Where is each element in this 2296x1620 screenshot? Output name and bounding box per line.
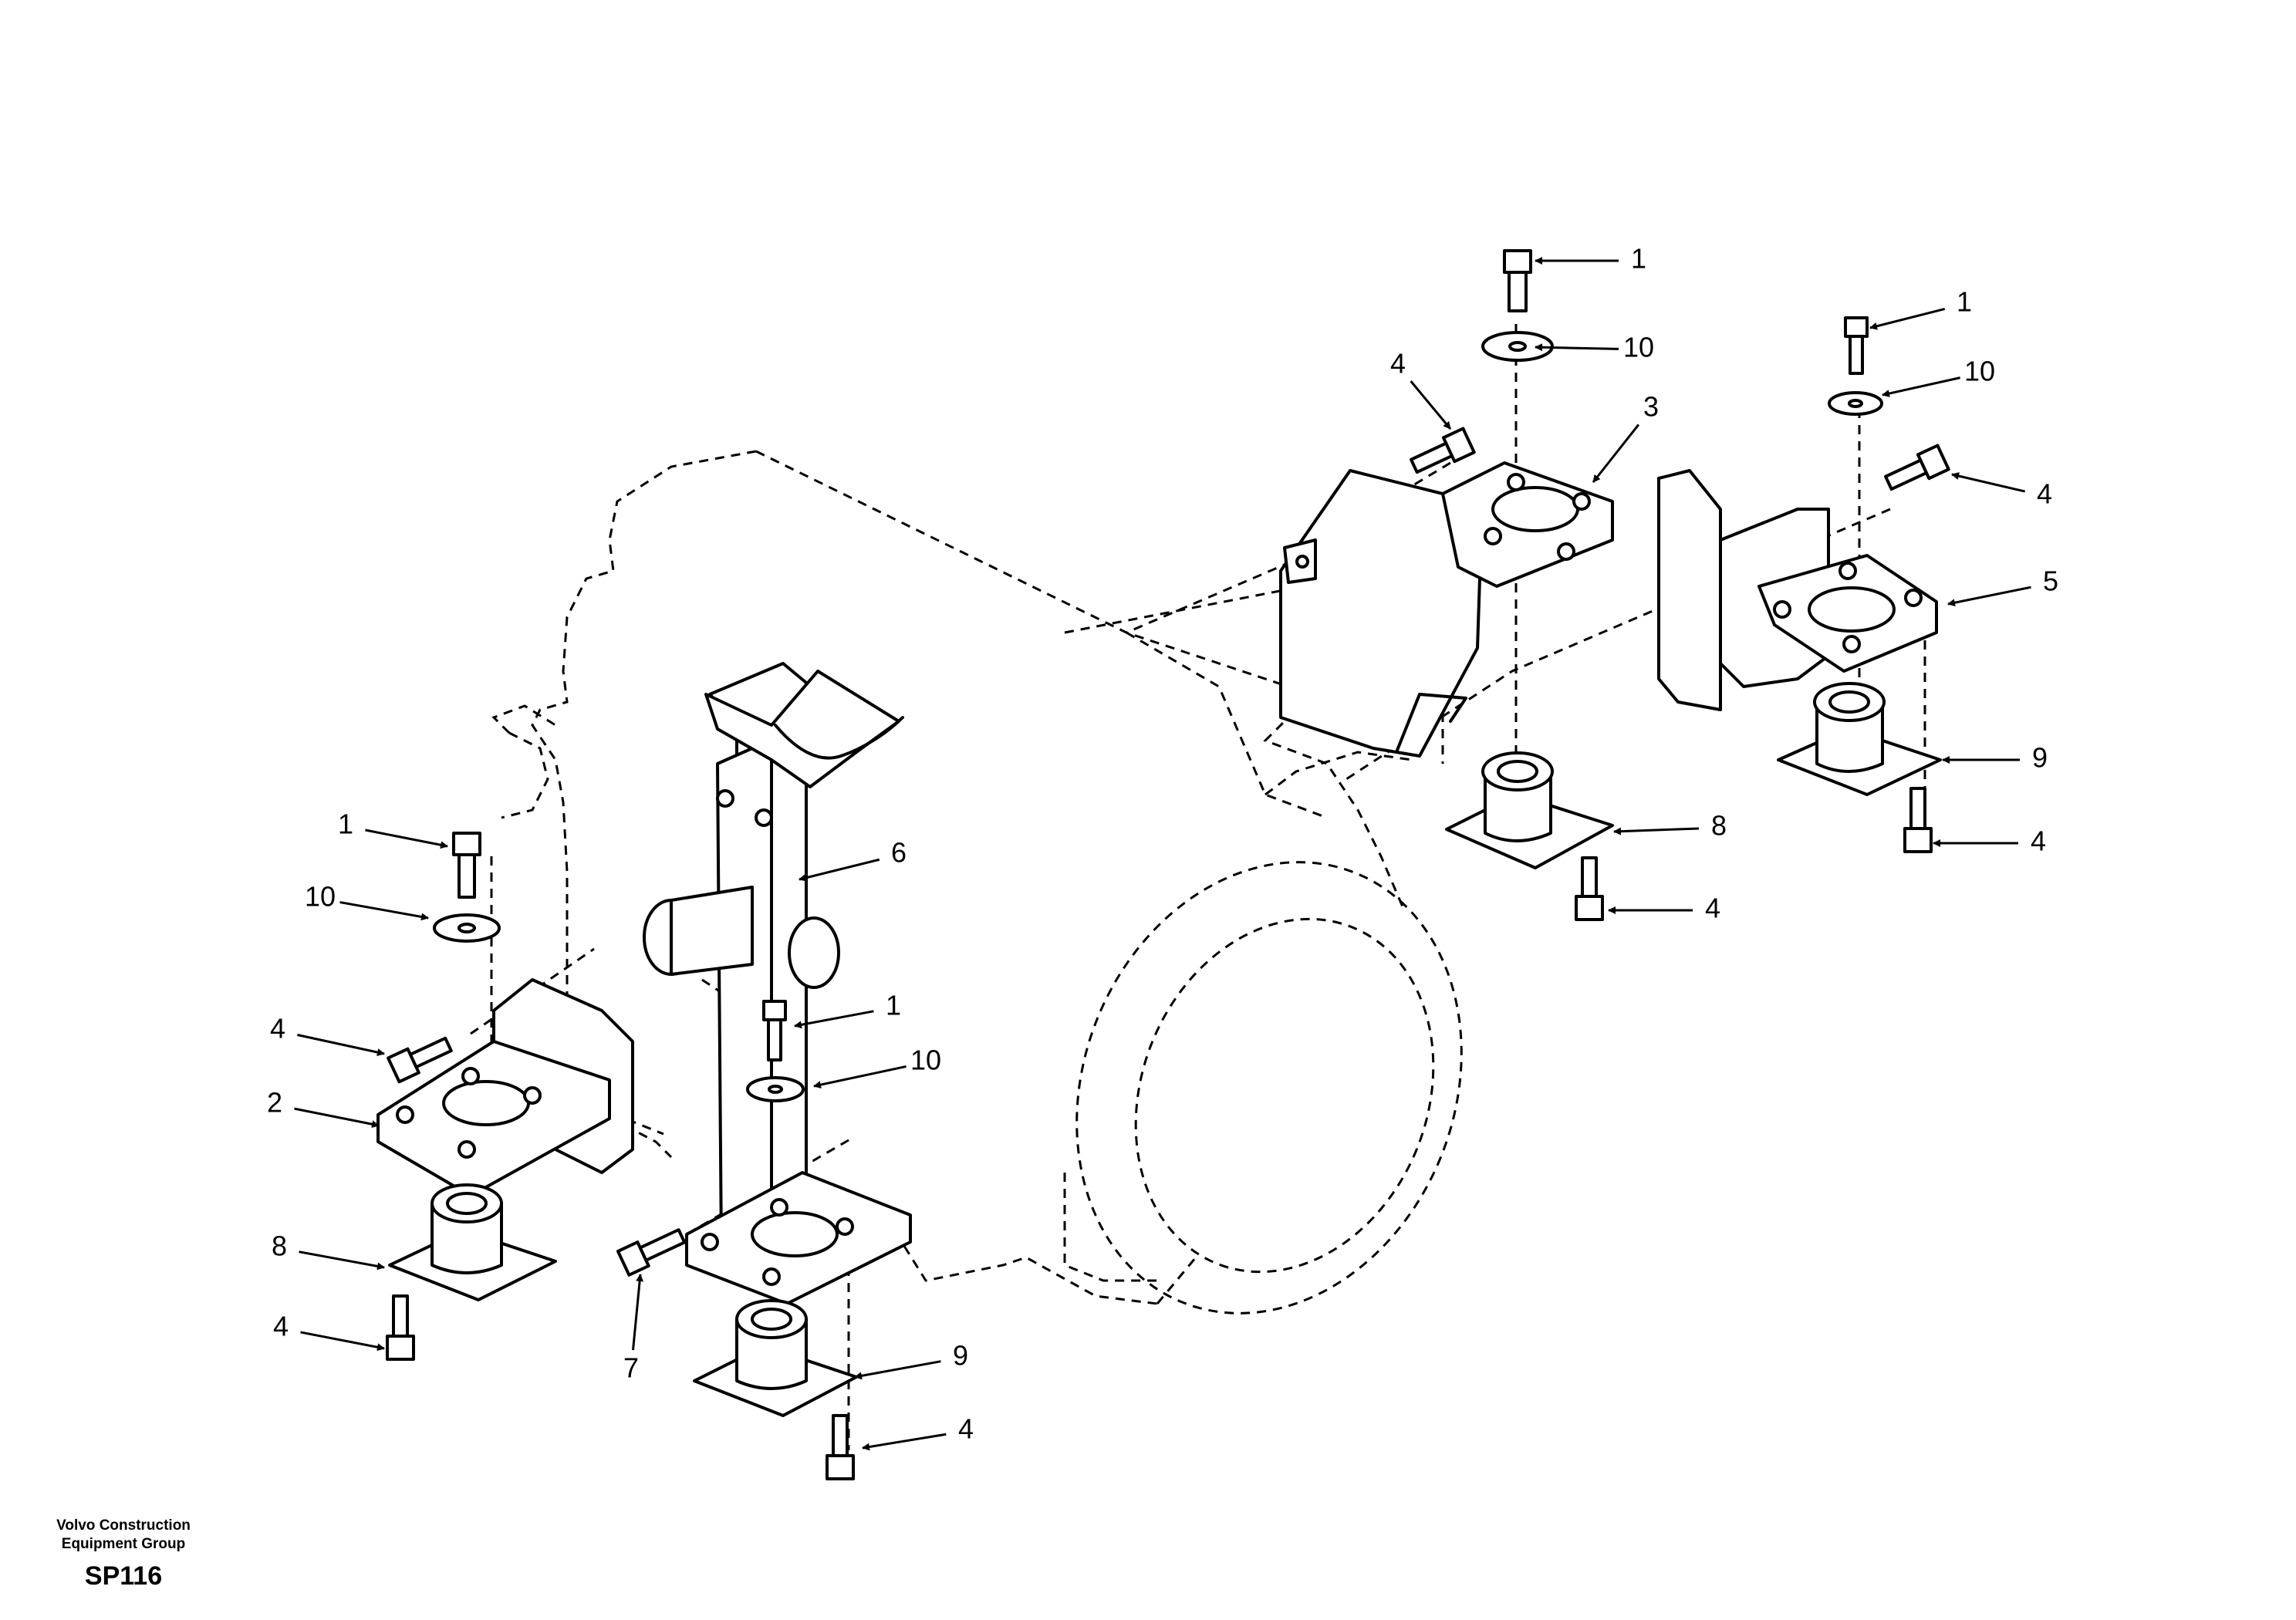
callout-arrow [300, 1331, 385, 1352]
callout-arrow [854, 1360, 941, 1380]
callout-10: 10 [813, 1045, 941, 1089]
callout-10: 10 [1535, 332, 1654, 363]
callout-arrow [1592, 424, 1640, 483]
rubber-mount-8-lower [388, 1183, 557, 1301]
callout-arrow [365, 829, 448, 849]
callout-number: 1 [338, 808, 353, 840]
callout-4: 4 [270, 1013, 385, 1056]
bolt-4-mount-lower [826, 1414, 855, 1480]
callout-number: 6 [891, 837, 907, 869]
fasteners [386, 249, 1950, 1480]
callout-1: 1 [1869, 286, 1972, 330]
callout-number: 9 [2032, 742, 2048, 774]
callout-4: 4 [273, 1311, 385, 1352]
callout-number: 4 [273, 1311, 289, 1342]
callout-8: 8 [1613, 810, 1727, 842]
footer: Volvo Construction Equipment Group SP116 [46, 1517, 201, 1591]
rubber-mount-9-lower [693, 1299, 858, 1417]
callout-6: 6 [799, 837, 907, 882]
callout-1: 1 [338, 808, 448, 849]
bolt-4-mount-left [386, 1294, 415, 1361]
callout-number: 4 [270, 1013, 285, 1045]
callout-number: 8 [272, 1230, 287, 1262]
callout-number: 4 [958, 1413, 974, 1445]
callout-4: 4 [1933, 825, 2046, 857]
callout-arrow [339, 901, 429, 921]
bolt-4-upper-right [1884, 444, 1950, 491]
callout-number: 4 [2031, 825, 2046, 857]
footer-company-line-2: Equipment Group [61, 1536, 186, 1552]
washer-10-top-right [1828, 391, 1883, 416]
bolt-7-support [616, 1228, 687, 1277]
callout-8: 8 [272, 1230, 385, 1271]
callout-9: 9 [1942, 742, 2048, 774]
callout-7: 7 [623, 1274, 644, 1384]
callout-number: 4 [1705, 893, 1720, 924]
callout-number: 10 [910, 1045, 941, 1076]
bolt-4-mount-upper [1575, 856, 1604, 921]
callout-10: 10 [1882, 356, 1995, 397]
washer-10-support [746, 1076, 805, 1102]
support-foot-plate [685, 1171, 912, 1305]
callout-1: 1 [794, 990, 901, 1029]
callout-number: 4 [2037, 478, 2052, 510]
callout-arrow [1951, 472, 2026, 493]
callout-arrow [1535, 343, 1619, 352]
callout-9: 9 [854, 1340, 968, 1380]
callout-3: 3 [1592, 391, 1659, 483]
callout-arrow [294, 1107, 380, 1129]
engine-bracket-2 [376, 978, 634, 1197]
callout-arrow [632, 1274, 644, 1351]
callout-arrow [862, 1433, 947, 1451]
callout-number: 7 [623, 1352, 639, 1384]
bolt-4-upper-middle [1410, 427, 1476, 474]
callout-4: 4 [862, 1413, 974, 1451]
callout-arrow [1882, 376, 1960, 397]
callout-1: 1 [1535, 243, 1646, 275]
callout-labels: 1 10 4 3 1 10 4 5 9 4 8 4 6 1 10 1 10 4 2 8 4 7 9 4 [267, 243, 2058, 1451]
bolt-4-left [387, 1036, 453, 1084]
callout-4: 4 [1951, 472, 2052, 510]
washer-10-left [433, 913, 501, 943]
bolt-1-support [762, 1000, 787, 1061]
callout-arrow [297, 1034, 385, 1056]
rubber-mount-8-upper [1445, 751, 1614, 869]
callout-4: 4 [1390, 348, 1452, 430]
callout-number: 8 [1711, 810, 1727, 842]
callout-arrow [1613, 827, 1700, 835]
callout-arrow [799, 858, 880, 882]
callout-number: 5 [2043, 565, 2058, 597]
callout-arrow [813, 1065, 907, 1089]
callout-number: 1 [1631, 243, 1646, 275]
callout-4: 4 [1608, 893, 1720, 924]
callout-number: 1 [886, 990, 901, 1021]
bolt-1-top-right [1844, 316, 1869, 375]
footer-company-line-1: Volvo Construction [56, 1517, 191, 1534]
callout-number: 10 [1964, 356, 1995, 387]
callout-10: 10 [305, 881, 429, 921]
callout-2: 2 [267, 1087, 380, 1129]
callout-arrow [1869, 307, 1946, 330]
callout-number: 1 [1957, 286, 1972, 318]
callout-number: 10 [1623, 332, 1654, 363]
bolt-1-top-middle [1503, 249, 1532, 312]
callout-5: 5 [1947, 565, 2058, 607]
callout-number: 10 [305, 881, 336, 913]
callout-arrow [1410, 380, 1452, 430]
footer-page-code: SP116 [84, 1561, 163, 1591]
callout-arrow [299, 1250, 385, 1271]
bolt-4-mount-right [1903, 787, 1933, 853]
bolt-1-left [452, 832, 481, 899]
callout-number: 2 [267, 1087, 282, 1119]
callout-number: 4 [1390, 348, 1406, 380]
engine-bracket-5 [1657, 469, 1938, 711]
callout-number: 9 [953, 1340, 968, 1372]
callout-number: 3 [1643, 391, 1659, 423]
engine-bracket-3 [1279, 461, 1614, 758]
callout-arrow [794, 1010, 874, 1029]
rubber-mount-9-upper [1777, 682, 1942, 796]
callout-arrow [1947, 586, 2031, 607]
